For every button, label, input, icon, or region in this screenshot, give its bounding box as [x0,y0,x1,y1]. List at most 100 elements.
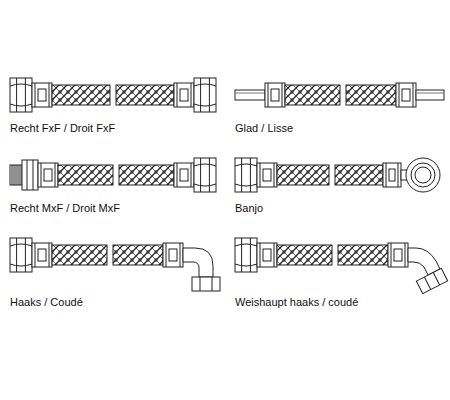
banjo-ring [406,158,440,192]
hex-nut [194,158,216,192]
hose-part [12,165,13,185]
braided-hose [119,165,174,185]
hex-nut [10,78,32,112]
hose-part [191,163,192,187]
ferrule [396,83,416,107]
hose-part [18,165,19,185]
fitting-label: Glad / Lisse [235,122,293,135]
hose-part [389,169,395,181]
ferrule [383,163,401,187]
hex-nut [10,238,32,272]
hose-part [38,89,46,101]
hose-part [212,277,213,291]
fitting-label: Weishaupt haaks / coudé [235,296,358,309]
hose-part [38,249,46,261]
braided-hose [338,245,388,265]
fitting-label: Recht FxF / Droit FxF [10,122,115,135]
fitting-label: Banjo [235,202,263,215]
hose-part [194,164,216,166]
hose-part [394,249,402,261]
hose-part [14,165,15,185]
hose-part [27,160,28,190]
hose-part [177,163,178,187]
hose-part [10,104,32,106]
hose-part [250,238,251,272]
ferrule [257,243,277,267]
hose-part [180,169,188,181]
hose-part [235,184,257,186]
hose-part [235,93,265,94]
hose-part [274,163,275,187]
fitting-label: Recht MxF / Droit MxF [10,202,120,215]
hose-part [235,164,257,166]
braided-hose [113,245,163,265]
hose-part [180,243,181,267]
hose-part [402,89,410,101]
hose-part [177,83,178,107]
hose-part [200,277,201,291]
elbow-pipe [408,248,440,275]
hose-part [268,83,269,107]
hose-part [411,163,435,187]
ferrule [174,83,194,107]
hose-part [235,244,257,246]
hose-part [398,163,399,187]
male-thread [10,165,22,185]
hex-nut [194,78,216,112]
hose-part [200,158,201,192]
hose-part [44,169,52,181]
hose-part [209,158,210,192]
ferrule [32,243,52,267]
hose-part [49,83,50,107]
hose-part [10,244,32,246]
hose-part [433,272,439,284]
hose-part [274,243,275,267]
hose-part [241,158,242,192]
hose-part [25,238,26,272]
hex-nut [235,238,257,272]
braided-hose [58,165,113,185]
smooth-tube [416,90,444,100]
braided-hose [52,245,107,265]
hose-part [35,83,36,107]
hex-body [22,160,38,190]
hose-part [166,243,167,267]
hose-part [416,268,447,293]
hose-part [194,104,216,106]
ferrule [257,163,277,187]
ferrule [174,163,194,187]
hose-part [200,78,201,112]
hose-part [260,243,261,267]
hose-part [55,163,56,187]
ferrule [265,83,285,107]
hose-part [194,184,216,186]
hose-part [405,243,406,267]
braided-hose [346,85,396,105]
hose-part [391,243,392,267]
elbow-pipe [183,248,213,277]
hose-part [415,167,431,183]
braided-hose [277,245,332,265]
hose-part [413,83,414,107]
hose-part [16,78,17,112]
hose-part [235,264,257,266]
ferrule [38,163,58,187]
ferrule [163,243,183,267]
hose-part [399,83,400,107]
hose-part [424,277,430,289]
hose-part [10,84,32,86]
hose-part [386,163,387,187]
hose-part [263,249,271,261]
hose-part [194,84,216,86]
hose-part [241,238,242,272]
hose-part [416,93,444,94]
braided-hose [277,165,329,185]
hose-part [263,169,271,181]
hose-part [16,165,17,185]
hose-part [35,243,36,267]
hose-part [271,89,279,101]
hose-part [33,160,34,190]
hose-part [16,238,17,272]
